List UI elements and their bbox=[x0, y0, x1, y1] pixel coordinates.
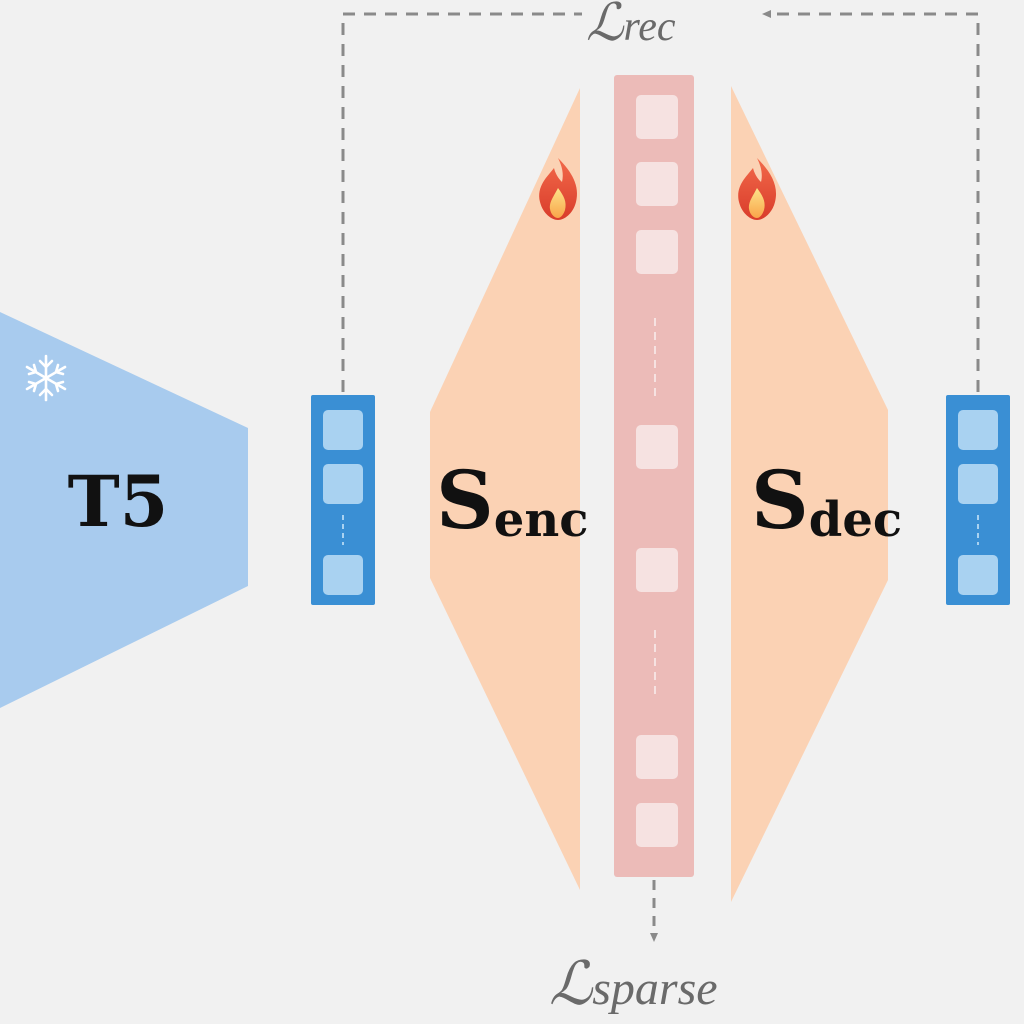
sparsity-loss-label: ℒsparse bbox=[549, 951, 718, 1017]
sparse-latent-vector bbox=[614, 75, 694, 877]
sparsity-loss-symbol: ℒ bbox=[549, 951, 594, 1017]
sparse-encoder-label: Senc bbox=[436, 453, 588, 548]
sparse-encoder-subscript: enc bbox=[494, 492, 589, 548]
reconstruction-loss-right-path bbox=[762, 10, 980, 392]
input-embedding-vector bbox=[311, 395, 375, 605]
sparsity-loss-subscript: sparse bbox=[592, 962, 717, 1015]
reconstruction-loss-left-path bbox=[341, 12, 582, 392]
flame-icon bbox=[539, 158, 578, 220]
sparse-decoder-main: S bbox=[751, 453, 809, 547]
output-embedding-cell bbox=[958, 410, 998, 450]
sparse-decoder-label: Sdec bbox=[751, 453, 902, 548]
sparse-decoder-shape bbox=[731, 86, 888, 902]
input-embedding-cell bbox=[323, 464, 363, 504]
sparse-decoder: Sdec bbox=[731, 86, 902, 902]
sparse-latent-cell bbox=[636, 425, 678, 469]
sparse-latent-cell bbox=[636, 230, 678, 274]
input-embedding-cell bbox=[323, 410, 363, 450]
flame-icon bbox=[738, 158, 777, 220]
t5-label: T5 bbox=[68, 460, 169, 543]
reconstruction-loss-connector bbox=[341, 10, 980, 392]
output-embedding-vector bbox=[946, 395, 1010, 605]
t5-encoder: T5 bbox=[0, 312, 248, 708]
snowflake-icon bbox=[25, 354, 67, 402]
t5-trapezoid bbox=[0, 312, 248, 708]
sparse-latent-cell bbox=[636, 548, 678, 592]
input-embedding-cell bbox=[323, 555, 363, 595]
sparse-latent-cell bbox=[636, 735, 678, 779]
sparse-latent-cell bbox=[636, 803, 678, 847]
reconstruction-loss-symbol: ℒ bbox=[586, 0, 625, 52]
sparse-encoder: Senc bbox=[430, 88, 588, 890]
output-embedding-cell bbox=[958, 555, 998, 595]
sparse-decoder-subscript: dec bbox=[809, 492, 902, 548]
sparse-latent-cell bbox=[636, 162, 678, 206]
reconstruction-loss-subscript: rec bbox=[623, 4, 675, 50]
output-embedding-cell bbox=[958, 464, 998, 504]
reconstruction-loss-label: ℒrec bbox=[586, 0, 676, 52]
sparse-latent-bar bbox=[614, 75, 694, 877]
sparse-encoder-shape bbox=[430, 88, 580, 890]
sparse-encoder-main: S bbox=[436, 453, 494, 547]
sparse-latent-cell bbox=[636, 95, 678, 139]
